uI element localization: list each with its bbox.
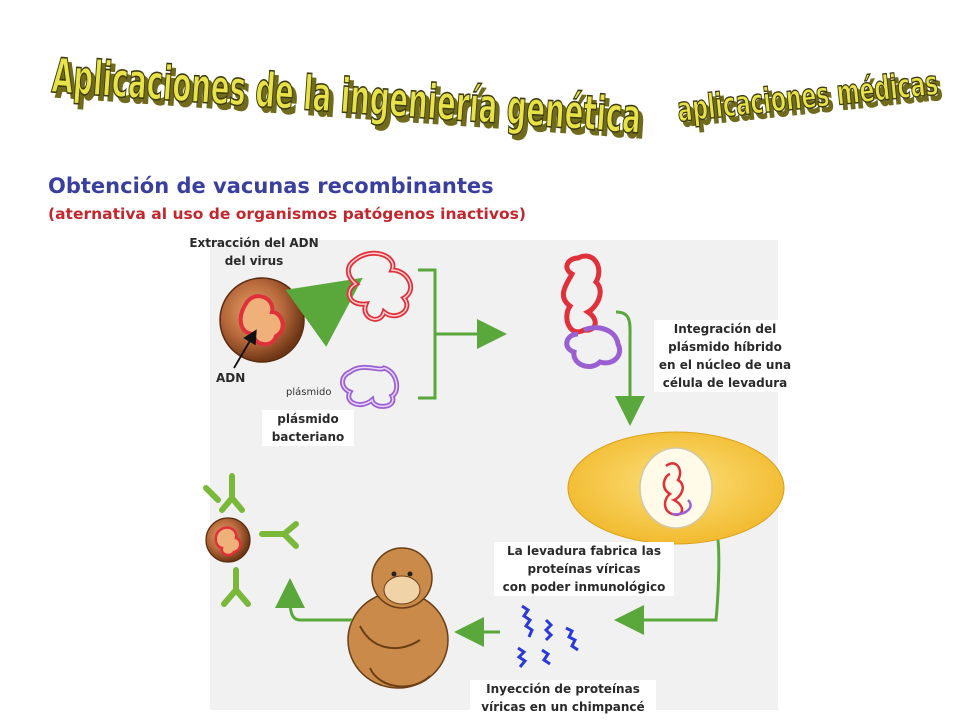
integration-label-line2: plásmido híbrido (668, 340, 782, 354)
viral-dna-loop (345, 250, 414, 322)
viral-dna-highlight (347, 252, 412, 321)
integration-arrow (615, 310, 645, 426)
extraction-label-line2: del virus (224, 254, 284, 268)
hybrid-plasmid (560, 253, 622, 369)
plasmid-highlight (341, 366, 398, 408)
extraction-arrow (285, 277, 363, 347)
adn-pointer (233, 329, 257, 369)
extraction-label-line1: Extracción del ADN (189, 236, 319, 250)
yeast-label-line2: proteínas víricas (527, 562, 641, 576)
adn-label: ADN (216, 371, 246, 385)
injection-label-line2: víricas en un chimpancé (481, 700, 645, 714)
plasmid-label: plásmido bacteriano (262, 410, 354, 446)
plasmid-label-line1: plásmido (277, 412, 339, 426)
section-subtitle: (aternativa al uso de organismos patógen… (48, 205, 526, 223)
integration-label-line3: en el núcleo de una (658, 358, 792, 372)
yeast-label: La levadura fabrica las proteínas vírica… (494, 542, 674, 596)
plasmid-label-line2: bacteriano (271, 430, 345, 444)
injection-label: Inyección de proteínas víricas en un chi… (470, 680, 656, 716)
production-arrow (614, 539, 721, 635)
merge-bracket (418, 268, 437, 400)
injection-label-line1: Inyección de proteínas (486, 682, 640, 696)
header-wordart: Aplicaciones de la ingeniería genética a… (50, 47, 941, 146)
virus-with-antibodies (205, 517, 251, 563)
integration-label-line4: célula de levadura (662, 376, 788, 390)
immune-arrow (275, 578, 352, 622)
extraction-label: Extracción del ADN del virus (174, 234, 334, 270)
antibodies (203, 473, 299, 607)
viral-proteins (516, 604, 579, 668)
integration-label: Integración del plásmido híbrido en el n… (654, 320, 796, 392)
yeast-cell (567, 431, 785, 545)
chimpanzee-illustration (347, 547, 449, 689)
integration-label-line1: Integración del (673, 322, 777, 336)
yeast-label-line1: La levadura fabrica las (506, 544, 662, 558)
plasmid-tag-label: plásmido (286, 387, 332, 398)
virus-cell (219, 277, 305, 363)
section-title: Obtención de vacunas recombinantes (48, 174, 494, 198)
yeast-label-line3: con poder inmunológico (502, 580, 666, 594)
